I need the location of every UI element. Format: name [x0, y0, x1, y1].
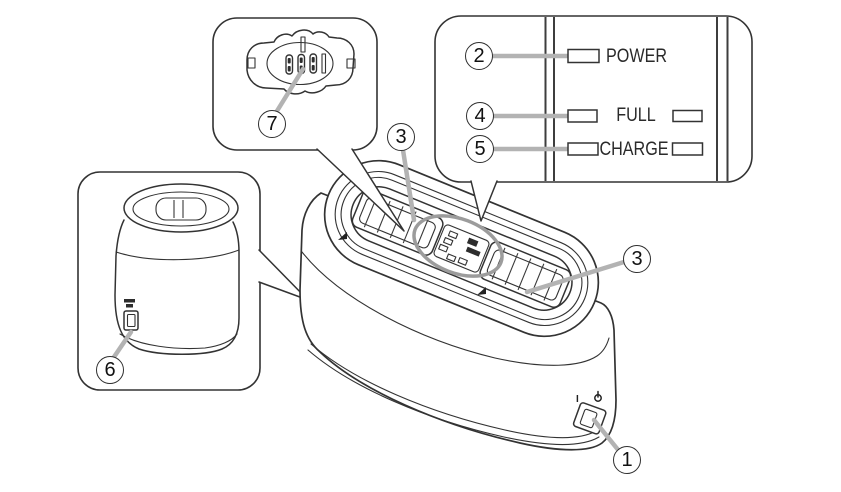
- charger-device: [299, 147, 627, 454]
- inset-panel-tail: [471, 181, 497, 221]
- charge-lamp-right: [671, 142, 704, 156]
- charge-label: CHARGE: [599, 138, 669, 160]
- charge-lamp-left: [567, 142, 599, 156]
- side-view-top-opening: [123, 183, 239, 233]
- power-label: POWER: [606, 46, 668, 67]
- leader-line-3b: [524, 259, 627, 295]
- callout-5: 5: [466, 135, 494, 163]
- leader-line-6: [111, 329, 134, 360]
- callout-4: 4: [466, 102, 494, 130]
- full-lamp-right: [672, 109, 703, 123]
- callout-1: 1: [613, 446, 641, 474]
- direction-arrow-icon: [477, 287, 486, 295]
- leader-line-1: [591, 417, 622, 454]
- callout-3-right: 3: [623, 245, 651, 273]
- full-lamp-left: [567, 109, 598, 123]
- leader-line-3a: [400, 147, 417, 223]
- power-standby-icon: [594, 390, 602, 402]
- indicator-console: [433, 224, 490, 273]
- callout-7: 7: [258, 110, 286, 138]
- callout-2: 2: [465, 42, 493, 70]
- contact-pins-icon: [285, 53, 318, 75]
- switch-on-mark: I: [576, 394, 579, 405]
- dc-port: [123, 299, 139, 331]
- full-label: FULL: [616, 105, 656, 126]
- leader-line-7: [274, 66, 306, 114]
- panel-divider-lines: [544, 17, 729, 181]
- direction-arrow-icon: [338, 232, 347, 240]
- inset-indicator-panel: [434, 15, 753, 222]
- callout-3-left: 3: [387, 123, 415, 151]
- indicator-highlight-ellipse: [412, 214, 504, 278]
- inset-contact-detail: [212, 17, 405, 232]
- battery-slot-left: [351, 189, 444, 256]
- side-view-body: [114, 219, 240, 355]
- power-lamp: [567, 48, 600, 64]
- callout-6: 6: [96, 356, 124, 384]
- port-label-icon: [124, 299, 135, 303]
- inset-side-view: [77, 171, 309, 391]
